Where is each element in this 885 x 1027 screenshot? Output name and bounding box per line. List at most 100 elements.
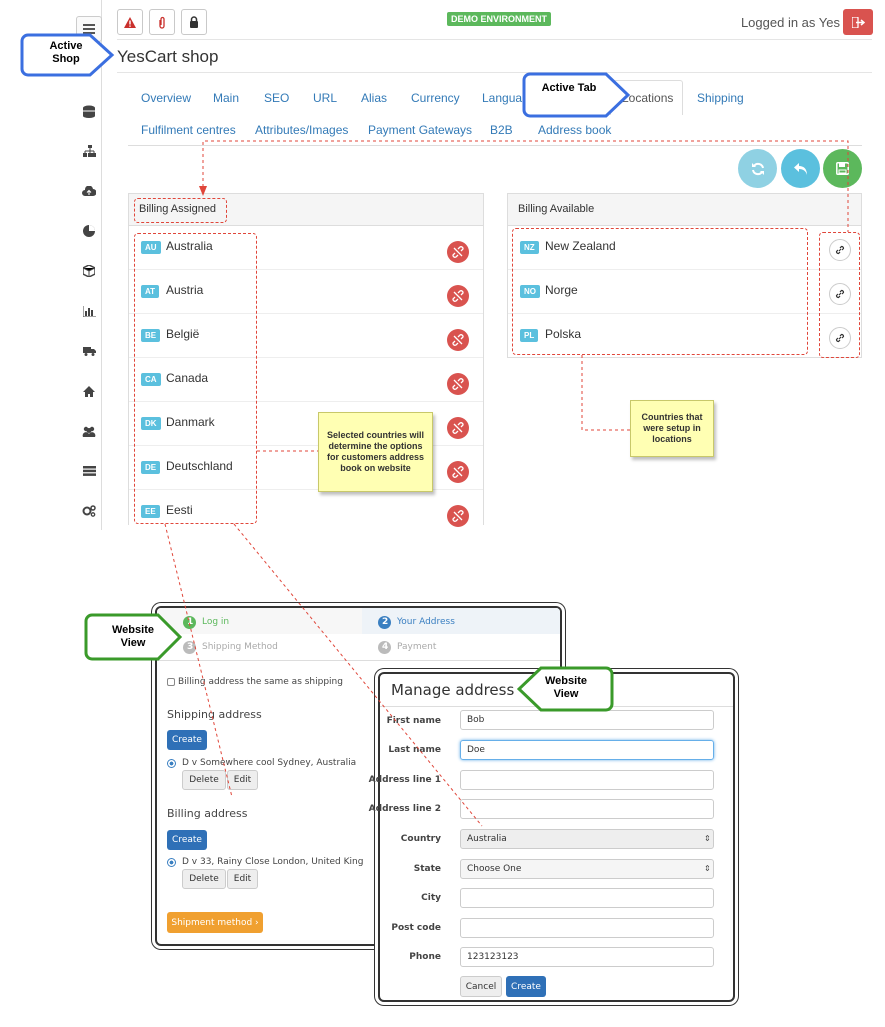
- step-label[interactable]: Log in: [202, 617, 230, 627]
- users-icon[interactable]: [76, 418, 102, 444]
- city-input[interactable]: [460, 888, 714, 908]
- save-button[interactable]: [823, 149, 862, 188]
- field-label: Address line 2: [368, 804, 441, 814]
- active-step-bg: [362, 608, 560, 634]
- alert-icon[interactable]: [117, 9, 143, 35]
- unlink-button[interactable]: [447, 505, 469, 527]
- pie-chart-icon[interactable]: [76, 218, 102, 244]
- tab-main[interactable]: Main: [213, 91, 240, 105]
- state-select[interactable]: Choose One: [460, 859, 714, 879]
- tab-language[interactable]: Languag: [482, 91, 529, 105]
- unlink-button[interactable]: [447, 461, 469, 483]
- link-button[interactable]: [829, 239, 851, 261]
- link-icon: [835, 245, 845, 255]
- field-label: State: [413, 864, 441, 874]
- step-label[interactable]: Your Address: [397, 617, 455, 627]
- gears-icon[interactable]: [76, 498, 102, 524]
- delete-billing-button[interactable]: Delete: [182, 869, 226, 889]
- tab-address-book[interactable]: Address book: [538, 123, 612, 137]
- billing-address-text: D v 33, Rainy Close London, United King: [182, 857, 364, 867]
- step-label: Shipping Method: [202, 642, 278, 652]
- divider: [128, 145, 862, 146]
- address-line-2-input[interactable]: [460, 799, 714, 819]
- database-icon[interactable]: [76, 98, 102, 124]
- post-code-input[interactable]: [460, 918, 714, 938]
- logged-in-label: Logged in as Yes: [740, 15, 840, 30]
- delete-shipping-button[interactable]: Delete: [182, 770, 226, 790]
- unlink-icon: [452, 290, 464, 302]
- billing-address-radio[interactable]: [167, 858, 176, 867]
- tab-b2b[interactable]: B2B: [490, 123, 513, 137]
- country-name: Danmark: [166, 415, 215, 429]
- lock-icon[interactable]: [181, 9, 207, 35]
- field-label: Post code: [391, 923, 441, 933]
- billing-same-checkbox[interactable]: [167, 678, 175, 686]
- unlink-button[interactable]: [447, 241, 469, 263]
- country-select[interactable]: Australia: [460, 829, 714, 849]
- country-code-badge: NO: [520, 285, 540, 298]
- link-icon: [835, 333, 845, 343]
- website-view-callout-2: [517, 666, 614, 712]
- unlink-button[interactable]: [447, 417, 469, 439]
- edit-shipping-button[interactable]: Edit: [227, 770, 258, 790]
- shipment-method-button[interactable]: Shipment method ›: [167, 912, 263, 933]
- create-shipping-button[interactable]: Create: [167, 730, 207, 750]
- cloud-upload-icon[interactable]: [76, 178, 102, 204]
- select-arrows-icon: ⇕: [704, 864, 711, 873]
- country-code-badge: AU: [141, 241, 161, 254]
- active-shop-callout: [20, 33, 115, 77]
- server-icon[interactable]: [76, 458, 102, 484]
- annotation-highlight: [512, 228, 808, 355]
- back-button[interactable]: [781, 149, 820, 188]
- unlink-button[interactable]: [447, 329, 469, 351]
- first-name-input[interactable]: Bob: [460, 710, 714, 730]
- unlink-button[interactable]: [447, 285, 469, 307]
- unlink-button[interactable]: [447, 373, 469, 395]
- manage-address-window: Manage address First name Bob Last name …: [369, 672, 735, 1002]
- tab-shipping[interactable]: Shipping: [697, 91, 744, 105]
- annotation-highlight: [134, 198, 227, 223]
- country-name: New Zealand: [545, 239, 616, 253]
- link-button[interactable]: [829, 283, 851, 305]
- bar-chart-icon[interactable]: [76, 298, 102, 324]
- link-icon: [835, 289, 845, 299]
- tab-locations[interactable]: Locations: [622, 91, 674, 105]
- country-code-badge: EE: [141, 505, 160, 518]
- tab-alias[interactable]: Alias: [361, 91, 388, 105]
- sign-out-icon: [851, 16, 865, 28]
- country-code-badge: BE: [141, 329, 161, 342]
- tab-attributes-images[interactable]: Attributes/Images: [255, 123, 349, 137]
- truck-icon[interactable]: [76, 338, 102, 364]
- shipping-address-radio[interactable]: [167, 759, 176, 768]
- tab-seo[interactable]: SEO: [264, 91, 290, 105]
- logout-button[interactable]: [843, 9, 873, 35]
- step-number: 4: [382, 642, 389, 652]
- cube-icon[interactable]: [76, 258, 102, 284]
- cancel-button[interactable]: Cancel: [460, 976, 502, 997]
- shop-title: YesCart shop: [117, 47, 219, 66]
- website-view-label-2: Website View: [545, 675, 587, 701]
- tab-overview[interactable]: Overview: [141, 91, 192, 105]
- refresh-button[interactable]: [738, 149, 777, 188]
- link-button[interactable]: [829, 327, 851, 349]
- tab-payment-gateways[interactable]: Payment Gateways: [368, 123, 473, 137]
- country-name: Eesti: [166, 503, 193, 517]
- last-name-input[interactable]: Doe: [460, 740, 714, 760]
- edit-billing-button[interactable]: Edit: [227, 869, 258, 889]
- divider: [157, 660, 560, 661]
- create-address-button[interactable]: Create: [506, 976, 546, 997]
- tab-currency[interactable]: Currency: [411, 91, 460, 105]
- tab-url[interactable]: URL: [313, 91, 338, 105]
- create-billing-button[interactable]: Create: [167, 830, 207, 850]
- tab-fulfilment-centres[interactable]: Fulfilment centres: [141, 123, 236, 137]
- paperclip-icon[interactable]: [149, 9, 175, 35]
- address-line-1-input[interactable]: [460, 770, 714, 790]
- sitemap-icon[interactable]: [76, 138, 102, 164]
- undo-icon: [793, 162, 807, 175]
- country-code-badge: CA: [141, 373, 161, 386]
- home-icon[interactable]: [76, 378, 102, 404]
- phone-input[interactable]: 123123123: [460, 947, 714, 967]
